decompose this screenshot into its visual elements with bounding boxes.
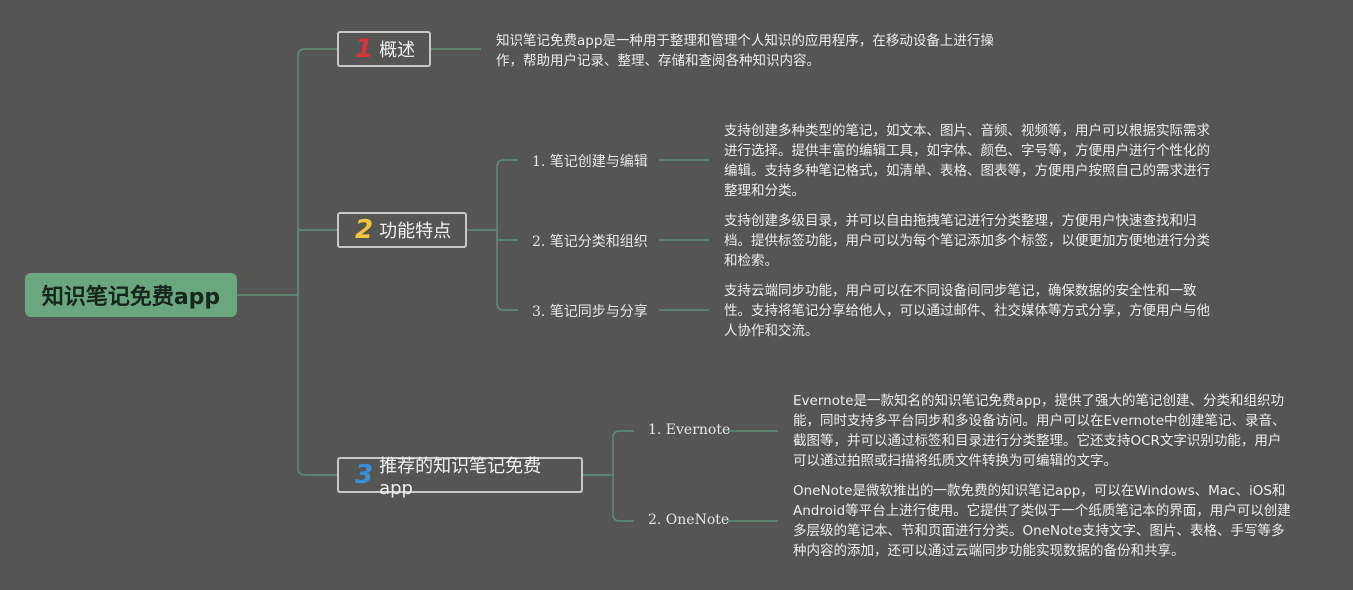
feature-item-organize[interactable]: 2. 笔记分类和组织 bbox=[532, 234, 648, 250]
feature-item-create-edit[interactable]: 1. 笔记创建与编辑 bbox=[532, 154, 648, 170]
feature-item-organize-description: 支持创建多级目录，并可以自由拖拽笔记进行分类整理，方便用户快速查找和归档。提供标… bbox=[724, 213, 1210, 269]
number-three-icon: 3 bbox=[355, 460, 374, 490]
app-item-onenote[interactable]: 2. OneNote bbox=[648, 512, 730, 528]
feature-item-sync-share-description: 支持云端同步功能，用户可以在不同设备间同步笔记，确保数据的安全性和一致性。支持将… bbox=[724, 283, 1210, 339]
root-topic[interactable]: 知识笔记免费app bbox=[25, 273, 237, 317]
branch-overview-label: 概述 bbox=[379, 40, 416, 61]
branch-features[interactable]: 2 功能特点 bbox=[337, 212, 467, 248]
branch-overview[interactable]: 1 概述 bbox=[337, 31, 431, 67]
branch-features-label: 功能特点 bbox=[379, 221, 452, 242]
app-item-evernote-description: Evernote是一款知名的知识笔记免费app，提供了强大的笔记创建、分类和组织… bbox=[793, 393, 1286, 469]
number-two-icon: 2 bbox=[355, 215, 374, 245]
number-one-icon: 1 bbox=[355, 34, 374, 64]
branch-recommended-apps[interactable]: 3 推荐的知识笔记免费app bbox=[337, 456, 583, 499]
app-item-evernote[interactable]: 1. Evernote bbox=[648, 422, 731, 438]
feature-item-sync-share[interactable]: 3. 笔记同步与分享 bbox=[532, 304, 648, 320]
root-topic-label: 知识笔记免费app bbox=[41, 285, 221, 310]
branch-recommended-apps-label: 推荐的知识笔记免费app bbox=[379, 455, 542, 499]
overview-description: 知识笔记免费app是一种用于整理和管理个人知识的应用程序，在移动设备上进行操作，… bbox=[496, 33, 994, 69]
feature-item-create-edit-description: 支持创建多种类型的笔记，如文本、图片、音频、视频等，用户可以根据实际需求进行选择… bbox=[724, 123, 1210, 199]
app-item-onenote-description: OneNote是微软推出的一款免费的知识笔记app，可以在Windows、Mac… bbox=[793, 483, 1291, 559]
